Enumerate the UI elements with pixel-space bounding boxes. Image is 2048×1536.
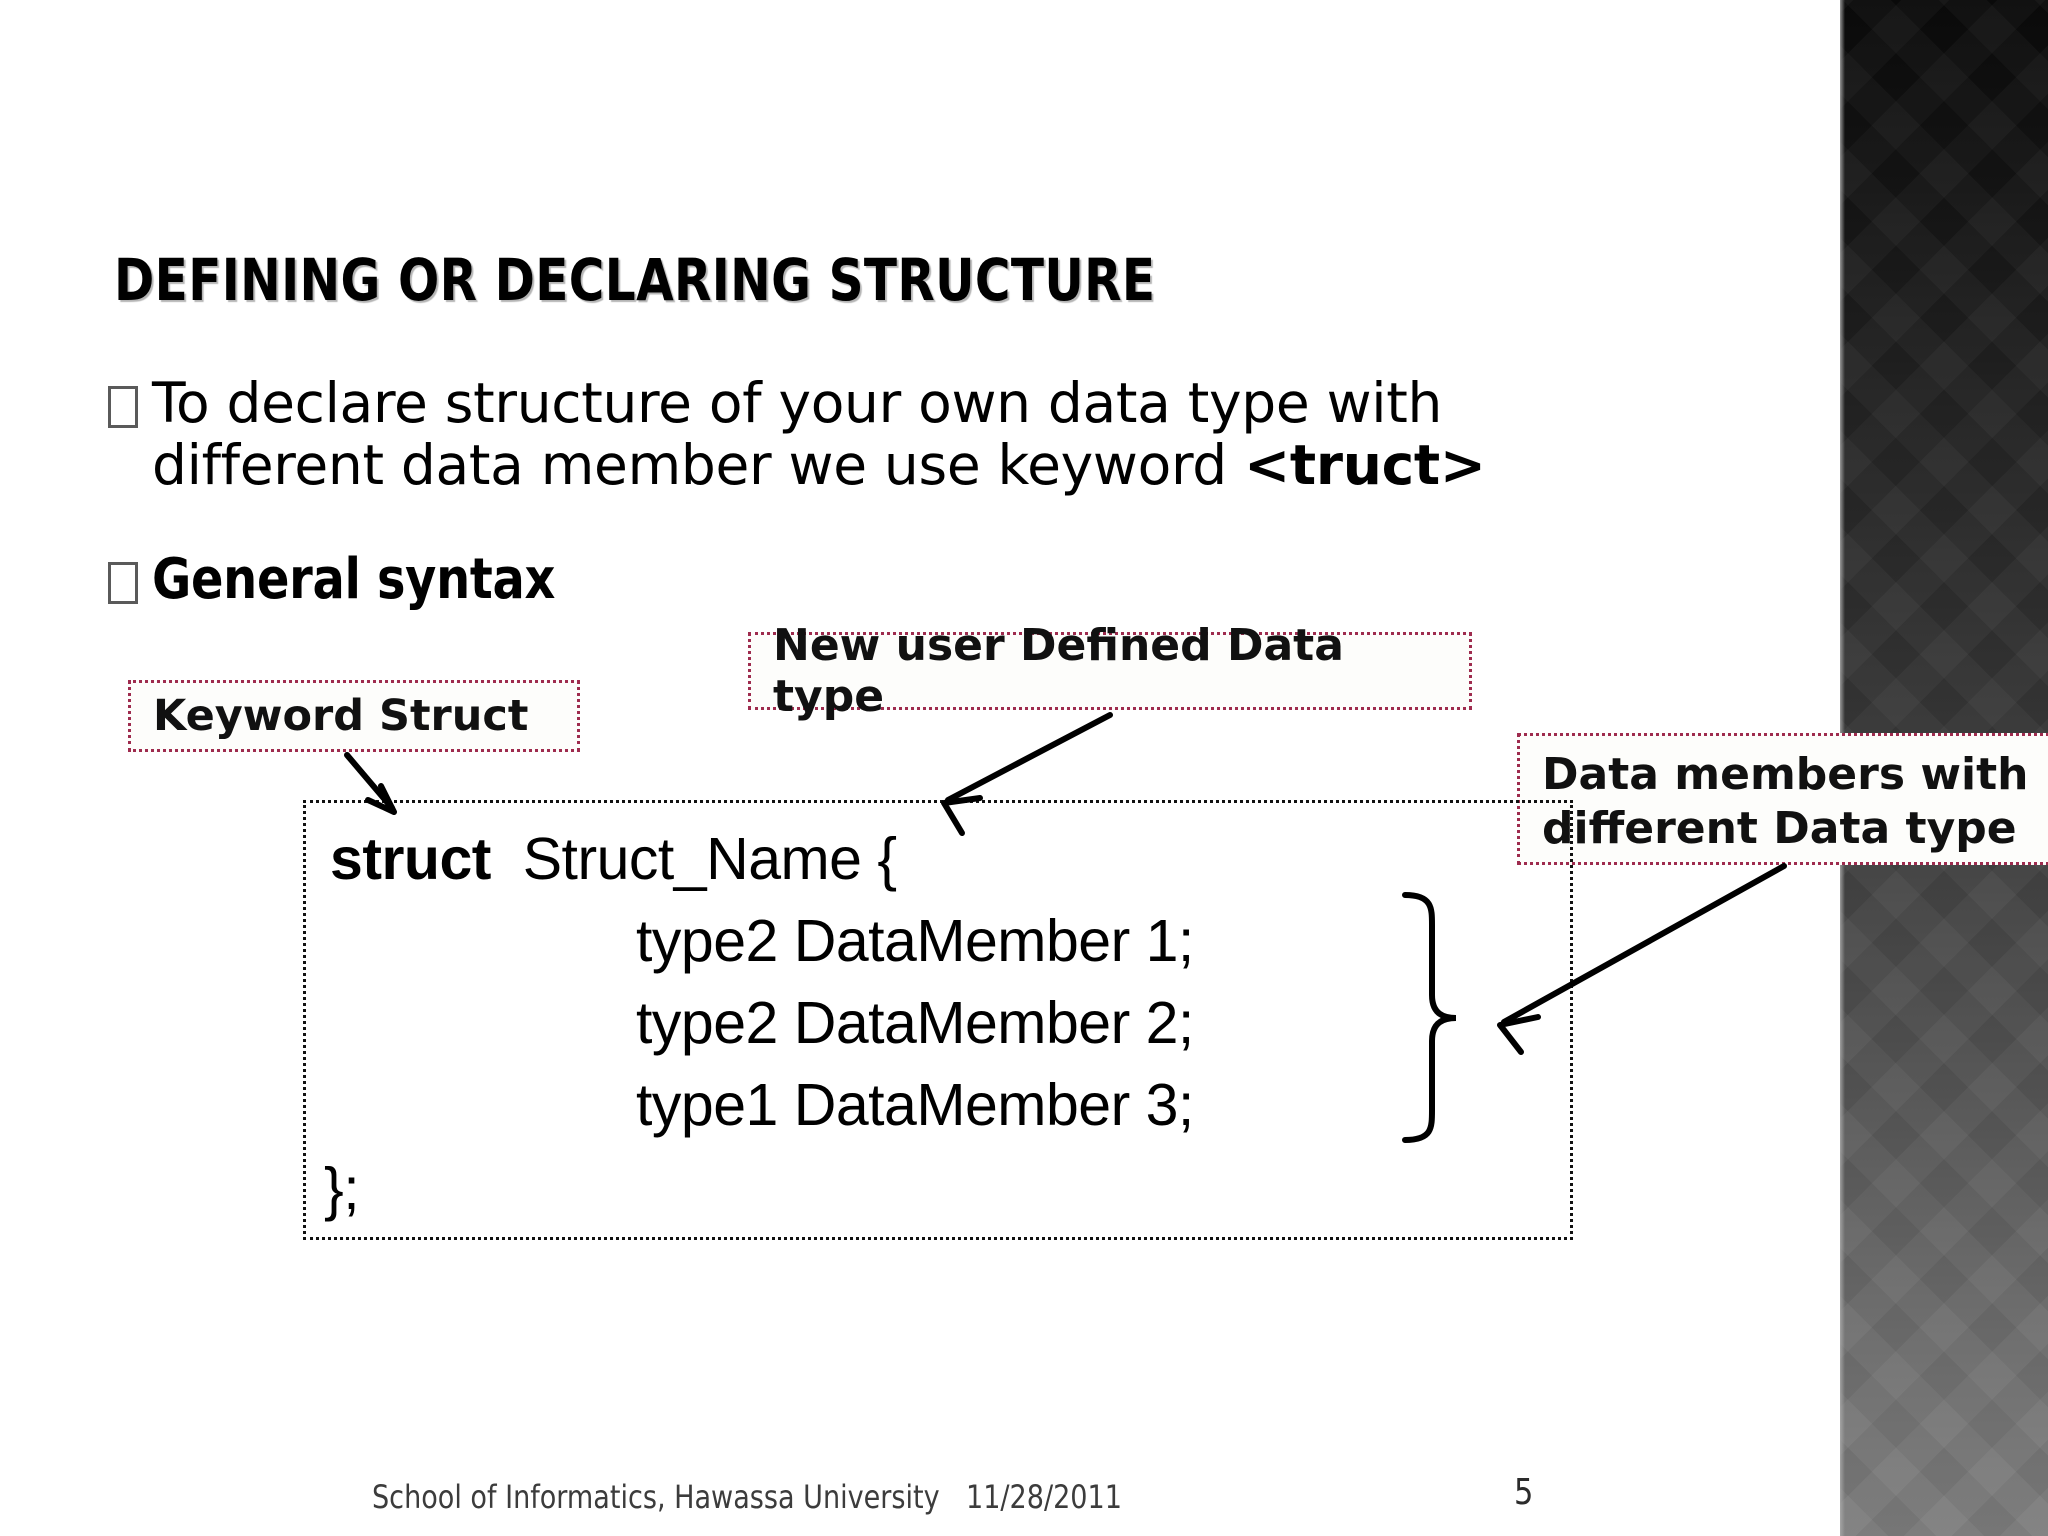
footer-page-number: 5	[1514, 1472, 1534, 1513]
missing-glyph-box-icon	[108, 386, 138, 428]
bullet-item-general-syntax: General syntax	[108, 548, 576, 611]
callout-keyword-struct: Keyword Struct	[128, 680, 580, 752]
callout-data-members: Data members with different Data type	[1517, 733, 2048, 865]
bullet-item-label: General syntax	[152, 547, 556, 612]
code-syntax-block: struct Struct_Name { type2 DataMember 1;…	[303, 800, 1573, 1240]
callout-data-members-line2: different Data type	[1542, 802, 2017, 854]
code-line-member-2: type2 DataMember 2;	[636, 990, 1194, 1056]
callout-keyword-struct-label: Keyword Struct	[153, 691, 529, 741]
code-line-struct-declaration: struct Struct_Name {	[330, 825, 897, 893]
code-line-member-3: type1 DataMember 3;	[636, 1072, 1194, 1138]
footer-organization: School of Informatics, Hawassa Universit…	[372, 1478, 940, 1516]
code-line-member-1: type2 DataMember 1;	[636, 908, 1194, 974]
page-title: DEFINING OR DECLARING STRUCTURE	[114, 246, 1156, 314]
code-keyword-struct: struct	[330, 826, 491, 892]
code-struct-name: Struct_Name {	[490, 826, 897, 892]
callout-new-user-defined-label: New user Defined Data type	[773, 620, 1344, 722]
bullet-item-declare: To declare structure of your own data ty…	[108, 372, 1528, 496]
footer-date: 11/28/2011	[966, 1478, 1122, 1516]
bullet-text-plain: To declare structure of your own data ty…	[152, 371, 1443, 498]
callout-new-user-defined-data-type: New user Defined Data type	[748, 620, 1472, 722]
missing-glyph-box-icon	[108, 562, 138, 604]
keyword-struct-token: <truct>	[1244, 433, 1486, 498]
code-line-closing-brace: };	[324, 1156, 360, 1222]
callout-data-members-line1: Data members with	[1542, 749, 2029, 800]
bullet-item-label: To declare structure of your own data ty…	[152, 372, 1512, 496]
